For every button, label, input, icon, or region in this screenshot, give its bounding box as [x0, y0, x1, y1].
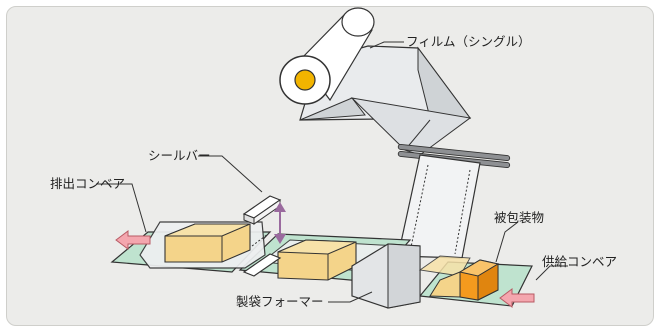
bag-former [351, 243, 421, 309]
film-tube [397, 154, 481, 259]
discharge-arrow-icon [115, 230, 151, 250]
product-entering [418, 255, 471, 277]
seal-bar-label: シールバー [148, 148, 211, 163]
supply-conveyor-label: 供給コンベア [542, 254, 617, 269]
bag-former-label: 製袋フォーマー [236, 294, 324, 309]
packaged-item-block [429, 259, 500, 301]
leader-lines [96, 41, 568, 303]
film-label: フィルム（シングル） [406, 34, 531, 49]
seal-bar-motion-arrow-icon [274, 202, 286, 244]
supply-arrow-icon [499, 288, 535, 308]
roll-core-icon [294, 69, 316, 91]
film-roll [279, 7, 375, 105]
seal-bar [242, 195, 282, 277]
packaged-item-label: 被包装物 [494, 210, 544, 225]
sealed-package [139, 221, 269, 269]
discharge-conveyor-label: 排出コンベア [50, 176, 125, 191]
film-web [299, 45, 472, 156]
